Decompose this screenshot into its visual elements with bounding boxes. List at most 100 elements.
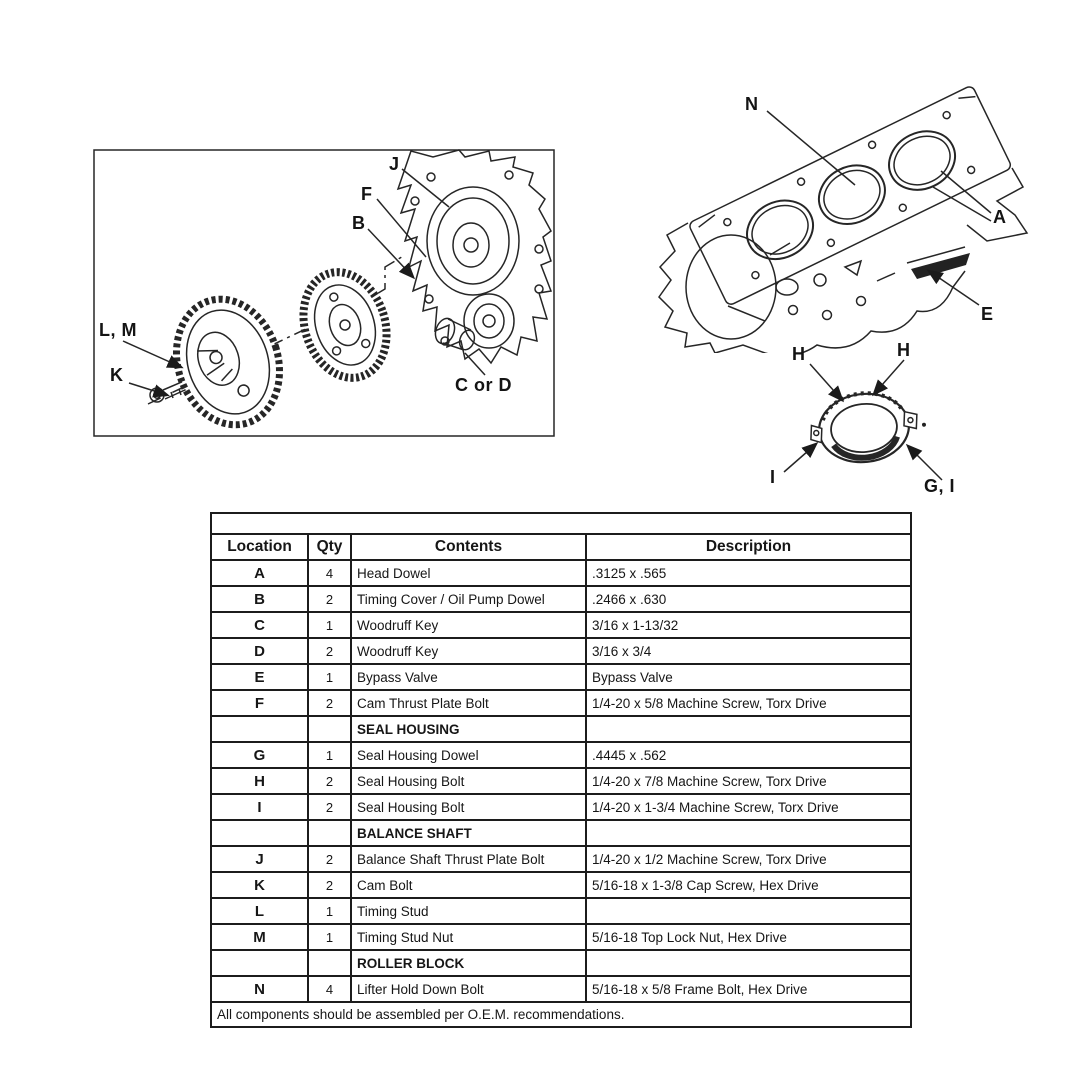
contents-cell: SEAL HOUSING [350, 715, 587, 743]
location-cell: E [210, 663, 309, 691]
seal-housing-figure: H H I G, I [752, 332, 970, 504]
contents-cell: Balance Shaft Thrust Plate Bolt [350, 845, 587, 873]
leader-lines [122, 168, 450, 398]
cam-sprocket [172, 295, 284, 429]
location-cell: B [210, 585, 309, 613]
description-cell: 5/16-18 x 5/8 Frame Bolt, Hex Drive [585, 975, 912, 1003]
qty-cell: 2 [307, 689, 352, 717]
table-header-row: Location Qty Contents Description [210, 533, 912, 561]
description-cell: 5/16-18 Top Lock Nut, Hex Drive [585, 923, 912, 951]
block-body [658, 222, 966, 353]
description-cell: 1/4-20 x 7/8 Machine Screw, Torx Drive [585, 767, 912, 795]
qty-cell: 1 [307, 897, 352, 925]
label-l-m: L, M [99, 320, 137, 340]
balance-shaft-sprocket [299, 268, 391, 382]
contents-cell: Cam Thrust Plate Bolt [350, 689, 587, 717]
engine-block-art [658, 86, 1029, 353]
table-footer-row: All components should be assembled per O… [210, 1001, 912, 1028]
seal-housing-art [783, 359, 943, 481]
location-cell [210, 949, 309, 977]
header-contents: Contents [350, 533, 587, 561]
label-h-left: H [792, 344, 806, 364]
engine-block-figure: N A E [615, 75, 1035, 353]
label-f: F [361, 184, 373, 204]
contents-cell: Seal Housing Bolt [350, 767, 587, 795]
location-cell [210, 715, 309, 743]
contents-cell: Head Dowel [350, 559, 587, 587]
woodruff-key-part [434, 317, 486, 376]
location-cell: F [210, 689, 309, 717]
contents-cell: ROLLER BLOCK [350, 949, 587, 977]
contents-cell: Woodruff Key [350, 611, 587, 639]
contents-cell: Bypass Valve [350, 663, 587, 691]
contents-cell: Cam Bolt [350, 871, 587, 899]
location-cell: G [210, 741, 309, 769]
location-cell [210, 819, 309, 847]
label-b: B [352, 213, 366, 233]
label-a: A [993, 207, 1007, 227]
description-cell: 3/16 x 3/4 [585, 637, 912, 665]
description-cell: .4445 x .562 [585, 741, 912, 769]
timing-figure: J F B L, M K C or D [93, 149, 555, 437]
description-cell [585, 897, 912, 925]
label-n: N [745, 94, 759, 114]
qty-cell: 4 [307, 975, 352, 1003]
description-cell: 1/4-20 x 5/8 Machine Screw, Torx Drive [585, 689, 912, 717]
description-cell [585, 949, 912, 977]
leader-lines [766, 110, 992, 306]
engine-front-cover [396, 149, 553, 365]
seal-housing-ring [810, 391, 926, 464]
description-cell: .3125 x .565 [585, 559, 912, 587]
qty-cell: 4 [307, 559, 352, 587]
contents-cell: Timing Stud [350, 897, 587, 925]
qty-cell: 2 [307, 767, 352, 795]
header-description: Description [585, 533, 912, 561]
description-cell: .2466 x .630 [585, 585, 912, 613]
table-top-strip [210, 512, 912, 535]
qty-cell: 1 [307, 663, 352, 691]
location-cell: N [210, 975, 309, 1003]
section-row: SEAL HOUSING [210, 715, 912, 743]
section-row: BALANCE SHAFT [210, 819, 912, 847]
qty-cell: 2 [307, 793, 352, 821]
block-deck [689, 86, 1012, 305]
location-cell: D [210, 637, 309, 665]
qty-cell: 2 [307, 871, 352, 899]
location-cell: K [210, 871, 309, 899]
label-c-or-d: C or D [455, 375, 512, 395]
header-location: Location [210, 533, 309, 561]
qty-cell: 2 [307, 637, 352, 665]
qty-cell [307, 949, 352, 977]
location-cell: L [210, 897, 309, 925]
label-g-i: G, I [924, 476, 956, 496]
contents-cell: Timing Cover / Oil Pump Dowel [350, 585, 587, 613]
qty-cell [307, 819, 352, 847]
description-cell: 1/4-20 x 1/2 Machine Screw, Torx Drive [585, 845, 912, 873]
label-h-right: H [897, 340, 911, 360]
description-cell [585, 715, 912, 743]
qty-cell: 1 [307, 741, 352, 769]
header-qty: Qty [307, 533, 352, 561]
label-i: I [770, 467, 776, 487]
label-e: E [981, 304, 994, 324]
location-cell: I [210, 793, 309, 821]
section-row: ROLLER BLOCK [210, 949, 912, 977]
contents-cell: Woodruff Key [350, 637, 587, 665]
block-lug [906, 167, 1029, 279]
location-cell: M [210, 923, 309, 951]
figure-frame [93, 149, 555, 437]
footer-note: All components should be assembled per O… [210, 1001, 912, 1028]
